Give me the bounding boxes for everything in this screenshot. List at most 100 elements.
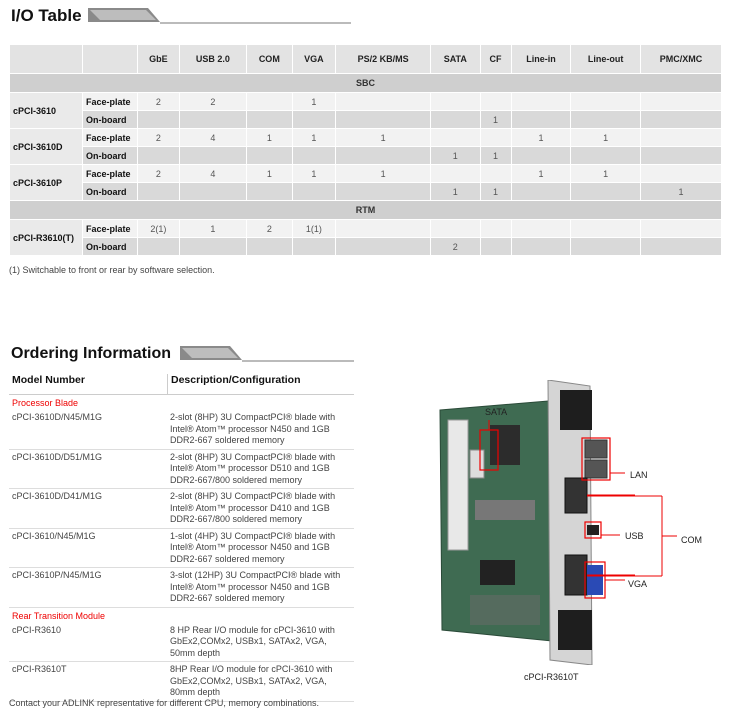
value-cell: 1 — [245, 164, 293, 183]
io-table: GbE USB 2.0 COM VGA PS/2 KB/MS SATA CF L… — [9, 44, 723, 256]
row-label: On-board — [82, 110, 138, 129]
label-sata: SATA — [485, 407, 508, 417]
value-cell — [479, 128, 512, 147]
value-cell — [510, 110, 572, 129]
value-cell — [430, 164, 481, 183]
ordering-row: cPCI-3610D/D41/M1G 2-slot (8HP) 3U Compac… — [9, 489, 354, 529]
col-vga: VGA — [291, 44, 337, 74]
value-cell — [570, 182, 641, 201]
col-line-out: Line-out — [570, 44, 641, 74]
value-cell — [291, 146, 337, 165]
section-label: RTM — [9, 200, 722, 220]
value-cell: 1 — [570, 128, 641, 147]
value-cell: 1 — [178, 219, 247, 238]
row-label: On-board — [82, 182, 138, 201]
value-cell: 2 — [178, 92, 247, 111]
value-cell: 1 — [335, 128, 432, 147]
model-cell: cPCI-3610P — [9, 164, 83, 201]
value-cell: 2(1) — [137, 219, 180, 238]
ordering-category: Processor Blade — [12, 398, 79, 408]
value-cell — [245, 237, 293, 256]
value-cell — [430, 92, 481, 111]
value-cell — [430, 219, 481, 238]
value-cell: 1 — [335, 164, 432, 183]
model-cell: cPCI-R3610(T) — [9, 219, 83, 256]
label-com: COM — [681, 535, 702, 545]
value-cell — [335, 219, 432, 238]
value-cell — [245, 110, 293, 129]
model-number: cPCI-R3610 — [12, 624, 62, 635]
value-cell — [178, 182, 247, 201]
value-cell — [479, 92, 512, 111]
value-cell — [510, 237, 572, 256]
value-cell — [178, 110, 247, 129]
value-cell: 1(1) — [291, 219, 337, 238]
value-cell: 2 — [245, 219, 293, 238]
value-cell — [430, 110, 481, 129]
col-model-number: Model Number — [12, 374, 85, 386]
model-number: cPCI-3610D/D41/M1G — [12, 491, 103, 501]
label-lan: LAN — [630, 470, 648, 480]
value-cell — [479, 237, 512, 256]
value-cell — [335, 182, 432, 201]
value-cell — [570, 237, 641, 256]
value-cell — [639, 110, 723, 129]
section-row: SBC — [9, 73, 722, 93]
label-usb: USB — [625, 531, 644, 541]
col-gbe: GbE — [137, 44, 180, 74]
value-cell — [570, 146, 641, 165]
value-cell — [510, 146, 572, 165]
com-bracket — [587, 495, 677, 577]
ordering-title: Ordering Information — [11, 345, 171, 362]
model-description: 8 HP Rear I/O module for cPCI-3610 with … — [170, 624, 335, 658]
row-label: On-board — [82, 237, 138, 256]
value-cell — [245, 92, 293, 111]
value-cell: 1 — [479, 182, 512, 201]
model-cell: cPCI-3610 — [9, 92, 83, 129]
model-number: cPCI-3610P/N45/M1G — [12, 570, 102, 580]
value-cell — [510, 92, 572, 111]
model-description: 2-slot (8HP) 3U CompactPCI® blade with I… — [170, 491, 336, 524]
model-description: 1-slot (4HP) 3U CompactPCI® blade with I… — [170, 530, 336, 564]
col-usb: USB 2.0 — [178, 44, 247, 74]
value-cell — [479, 164, 512, 183]
value-cell: 1 — [291, 128, 337, 147]
ordering-row: cPCI-3610/N45/M1G 1-slot (4HP) 3U Compact… — [9, 529, 354, 568]
value-cell — [639, 146, 723, 165]
value-cell — [137, 237, 180, 256]
value-cell — [178, 146, 247, 165]
value-cell: 4 — [178, 164, 247, 183]
value-cell — [335, 237, 432, 256]
value-cell: 4 — [178, 128, 247, 147]
model-description: 2-slot (8HP) 3U CompactPCI® blade with I… — [170, 451, 336, 485]
ordering-footer: Contact your ADLINK representative for d… — [9, 698, 319, 708]
value-cell: 1 — [291, 92, 337, 111]
title-tab-decoration — [88, 8, 351, 24]
value-cell — [335, 146, 432, 165]
model-number: cPCI-3610D/D51/M1G — [12, 451, 103, 462]
model-number: cPCI-3610D/N45/M1G — [12, 412, 103, 422]
ordering-table: Model Number Description/Configuration P… — [9, 374, 354, 702]
model-number: cPCI-3610/N45/M1G — [12, 530, 96, 541]
value-cell — [245, 146, 293, 165]
col-line-in: Line-in — [510, 44, 572, 74]
value-cell — [639, 237, 723, 256]
value-cell: 1 — [479, 146, 512, 165]
section-row: RTM — [9, 200, 722, 220]
value-cell: 1 — [510, 128, 572, 147]
value-cell — [570, 219, 641, 238]
value-cell — [137, 110, 180, 129]
value-cell — [639, 92, 723, 111]
model-description: 8HP Rear I/O module for cPCI-3610 with G… — [170, 664, 333, 697]
section-label: SBC — [9, 73, 722, 93]
value-cell — [639, 164, 723, 183]
board-image — [439, 380, 635, 665]
